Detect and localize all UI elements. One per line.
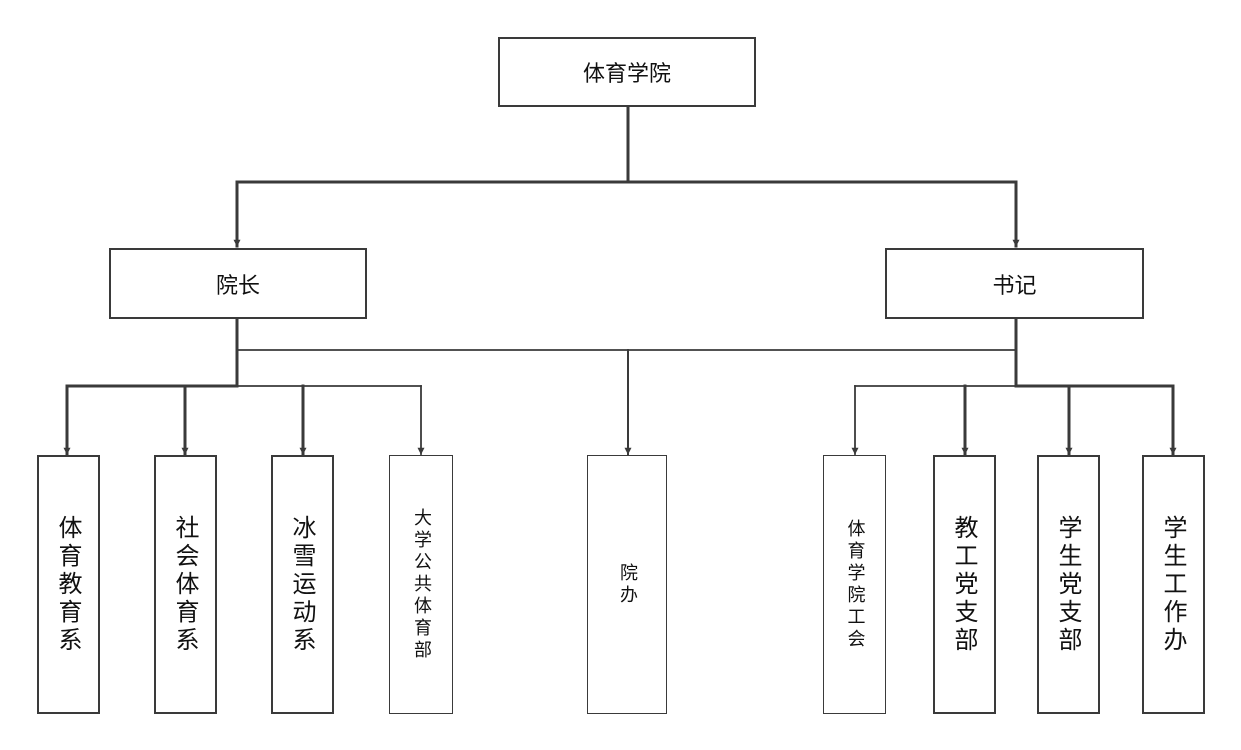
dean-label: 院长 bbox=[215, 273, 260, 299]
unit-node-2: 社会体育系 bbox=[154, 455, 217, 714]
unit-node-3: 冰雪运动系 bbox=[271, 455, 334, 714]
root-label: 体育学院 bbox=[582, 62, 671, 87]
unit-label: 院办 bbox=[617, 562, 638, 607]
unit-label: 学生工作办 bbox=[1159, 514, 1187, 655]
unit-node-7: 教工党支部 bbox=[933, 455, 996, 714]
unit-label: 冰雪运动系 bbox=[288, 514, 316, 655]
secretary-label: 书记 bbox=[992, 273, 1037, 299]
unit-node-4: 大学公共体育部 bbox=[389, 455, 453, 714]
unit-label: 体育教育系 bbox=[54, 514, 82, 655]
unit-node-6: 体育学院工会 bbox=[823, 455, 886, 714]
unit-label: 大学公共体育部 bbox=[411, 507, 432, 662]
unit-node-5: 院办 bbox=[587, 455, 667, 714]
dean-node: 院长 bbox=[109, 248, 367, 319]
unit-node-9: 学生工作办 bbox=[1142, 455, 1205, 714]
unit-label: 体育学院工会 bbox=[844, 518, 866, 651]
secretary-node: 书记 bbox=[885, 248, 1144, 319]
unit-node-1: 体育教育系 bbox=[37, 455, 100, 714]
unit-label: 社会体育系 bbox=[171, 514, 199, 655]
unit-label: 学生党支部 bbox=[1054, 514, 1082, 655]
unit-node-8: 学生党支部 bbox=[1037, 455, 1100, 714]
unit-label: 教工党支部 bbox=[950, 514, 978, 655]
root-node: 体育学院 bbox=[498, 37, 756, 107]
